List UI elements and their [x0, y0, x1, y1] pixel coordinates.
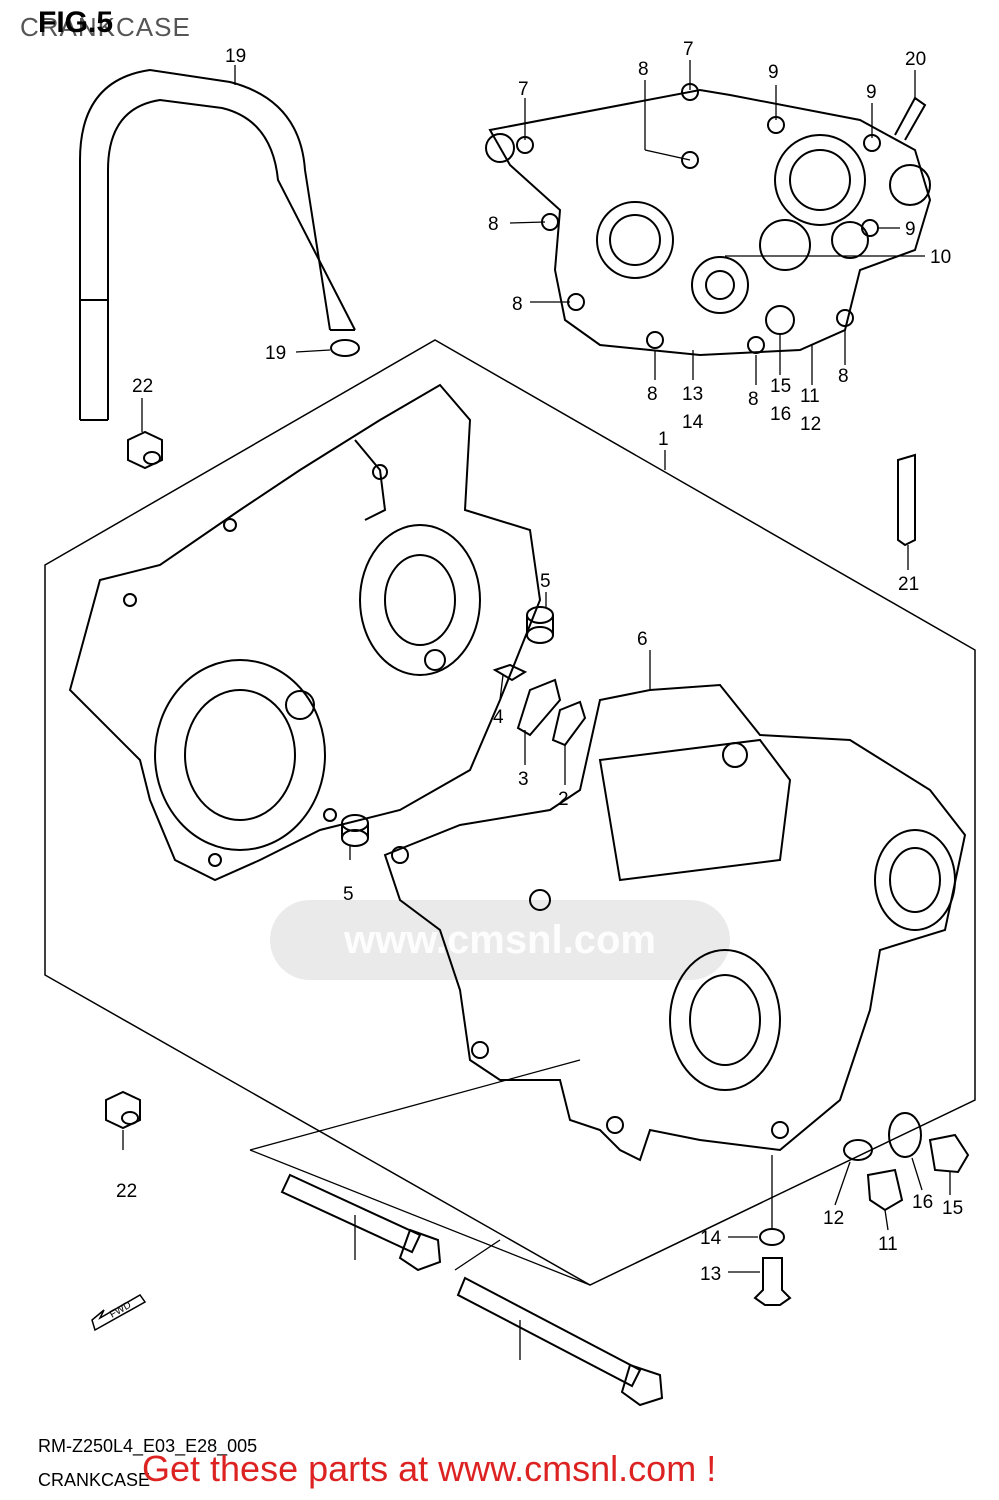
- callout-16-bottom: 16: [912, 1192, 933, 1213]
- callout-8-bottom2: 8: [748, 389, 759, 410]
- callout-14-top: 14: [682, 412, 704, 433]
- plug-15: [928, 1133, 970, 1174]
- callout-9-b: 9: [866, 82, 877, 103]
- watermark: www.cmsnl.com: [270, 900, 730, 980]
- callout-9-c: 9: [905, 219, 916, 240]
- callout-12-top: 12: [800, 414, 821, 435]
- dowel-pin-lower: [341, 814, 369, 847]
- hose-clip: [330, 339, 360, 357]
- callout-19-top: 20: [905, 49, 926, 70]
- callout-5-bottom: 5: [343, 884, 354, 905]
- plug-11: [866, 1168, 904, 1212]
- callout-11-top: 11: [800, 386, 820, 407]
- plate-3: [516, 678, 562, 737]
- crankcase-cover: [485, 83, 932, 357]
- leader-lines: [122, 60, 951, 1360]
- callout-7-top: 7: [683, 39, 694, 60]
- callout-18: 19: [265, 343, 286, 364]
- callout-6: 6: [637, 629, 648, 650]
- callout-2: 2: [558, 789, 569, 810]
- bolt-4: [492, 663, 528, 682]
- callout-14-bottom: 14: [700, 1228, 722, 1249]
- callout-1: 1: [658, 429, 669, 450]
- gasket-16: [888, 1112, 922, 1158]
- callout-15-top: 15: [770, 376, 791, 397]
- gasket-2: [551, 700, 587, 747]
- callout-8-left2: 8: [512, 294, 523, 315]
- nut-upper: [127, 430, 163, 470]
- page-title: CRANKCASE: [20, 12, 191, 42]
- callout-11-bottom: 11: [878, 1234, 898, 1255]
- washer-14: [759, 1228, 785, 1246]
- callout-3: 3: [518, 769, 529, 790]
- callout-22-bottom: 22: [116, 1181, 137, 1202]
- callout-19-right: 21: [898, 574, 919, 595]
- bracket-19: [897, 453, 916, 547]
- callout-8-top: 8: [638, 59, 649, 80]
- callout-5-top: 5: [540, 571, 551, 592]
- callout-13-bottom: 13: [700, 1264, 721, 1285]
- figure-label: FIG.5: [38, 6, 114, 39]
- bolt-20: [280, 1173, 442, 1272]
- diagram-code: RM-Z250L4_E03_E28_005: [38, 1436, 258, 1456]
- nut-lower: [105, 1090, 141, 1130]
- callout-8-left: 8: [488, 214, 499, 235]
- crankcase-left-half: [68, 383, 542, 882]
- callout-17: 19: [225, 46, 246, 67]
- callout-labels: 19 7 7 8 9 9 20 8 9 10 8 8 13 14 8 15 16…: [116, 39, 963, 1285]
- callout-13-top: 13: [682, 384, 703, 405]
- callout-4: 4: [493, 707, 504, 728]
- callout-10: 10: [930, 247, 951, 268]
- bolt-21: [456, 1276, 664, 1407]
- promo-link[interactable]: Get these parts at www.cmsnl.com !: [142, 1448, 717, 1489]
- assembly-frame: [44, 339, 976, 1286]
- callout-15-bottom: 15: [942, 1198, 963, 1219]
- crankcase-right-half: [383, 683, 967, 1162]
- ring-12: [843, 1139, 873, 1161]
- callout-8-right: 8: [838, 366, 849, 387]
- callout-22-top: 22: [132, 376, 153, 397]
- callout-16-top: 16: [770, 404, 791, 425]
- bolt-13: [753, 1257, 792, 1306]
- callout-12-bottom: 12: [823, 1208, 844, 1229]
- callout-8-bottom: 8: [647, 384, 658, 405]
- callout-9-a: 9: [768, 62, 779, 83]
- diagram-caption: CRANKCASE: [38, 1470, 151, 1490]
- fwd-label: FWD: [108, 1300, 133, 1321]
- dowel-pin-upper: [526, 606, 554, 644]
- callout-7-left: 7: [518, 79, 529, 100]
- breather-hose: [79, 68, 356, 421]
- fwd-arrow-icon: FWD: [91, 1294, 147, 1332]
